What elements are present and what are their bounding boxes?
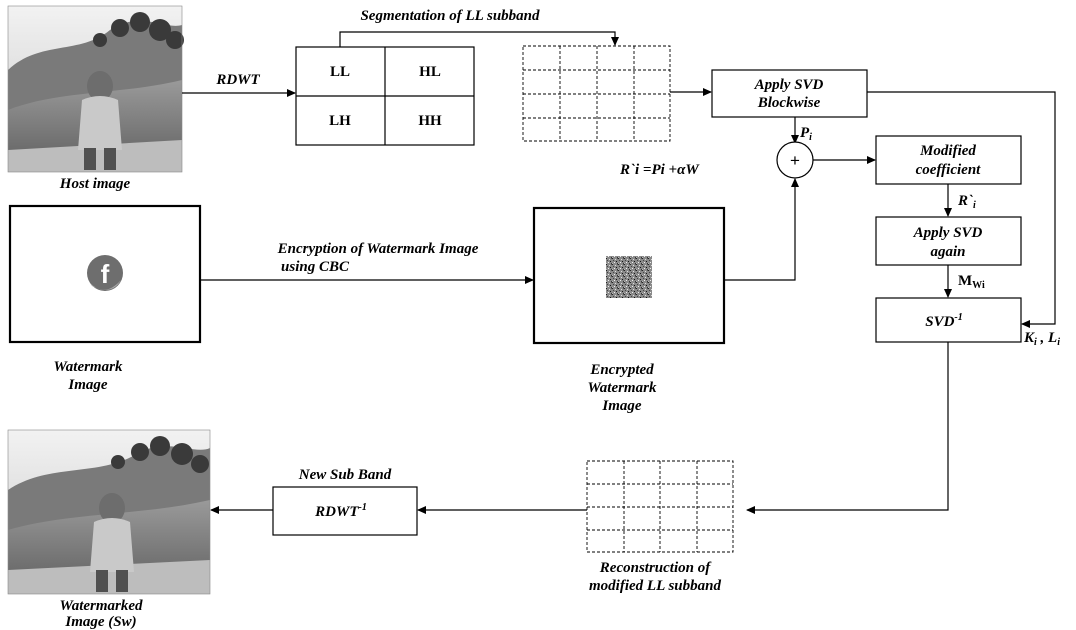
subband-ll: LL [330,64,350,80]
rdwt-label: RDWT [215,72,260,88]
subband-lh: LH [329,113,351,129]
encrypted-line1: Encrypted [589,362,654,378]
subband-hh: HH [418,113,442,129]
encrypted-line2: Watermark [588,380,657,396]
watermarked-caption-line2: Image (Sw) [64,614,136,630]
watermarked-caption-line1: Watermarked [59,598,143,614]
encrypted-line3: Image [601,398,642,414]
embedding-formula: R`i =Pi +αW [619,162,700,178]
reconstruction-block-grid [587,461,733,552]
subband-hl: HL [419,64,441,80]
svd-again-line2: again [930,244,965,260]
segmentation-label: Segmentation of LL subband [360,8,540,24]
modified-line2: coefficient [916,162,982,178]
watermarked-image [8,430,210,594]
adder-symbol: + [790,151,800,170]
new-sub-band-label: New Sub Band [298,467,392,483]
reconstruction-line2: modified LL subband [589,578,721,594]
watermark-caption-line1: Watermark [54,359,123,375]
encrypted-noise-block [606,256,652,298]
encryption-line2: using CBC [281,259,350,275]
svd-again-line1: Apply SVD [913,225,983,241]
ri-label: R`i [957,193,976,211]
host-image [8,6,184,172]
ki-li-label: Ki , Li [1023,330,1060,348]
reconstruction-line1: Reconstruction of [599,560,712,576]
encrypted-to-adder-arrow [724,179,795,280]
pi-label: Pi [800,125,812,143]
encryption-line1: Encryption of Watermark Image [277,241,479,257]
watermark-logo-glyph: f [101,259,110,289]
mwi-label: MWi [958,273,985,291]
apply-svd-line2: Blockwise [757,95,821,111]
apply-svd-line1: Apply SVD [754,77,824,93]
modified-line1: Modified [919,143,976,159]
watermark-caption-line2: Image [67,377,108,393]
segmentation-arrow [340,32,615,47]
svd-to-reconstruction-arrow [747,342,948,510]
subband-grid [296,47,474,145]
ll-block-grid [523,46,670,141]
host-image-caption: Host image [59,176,131,192]
